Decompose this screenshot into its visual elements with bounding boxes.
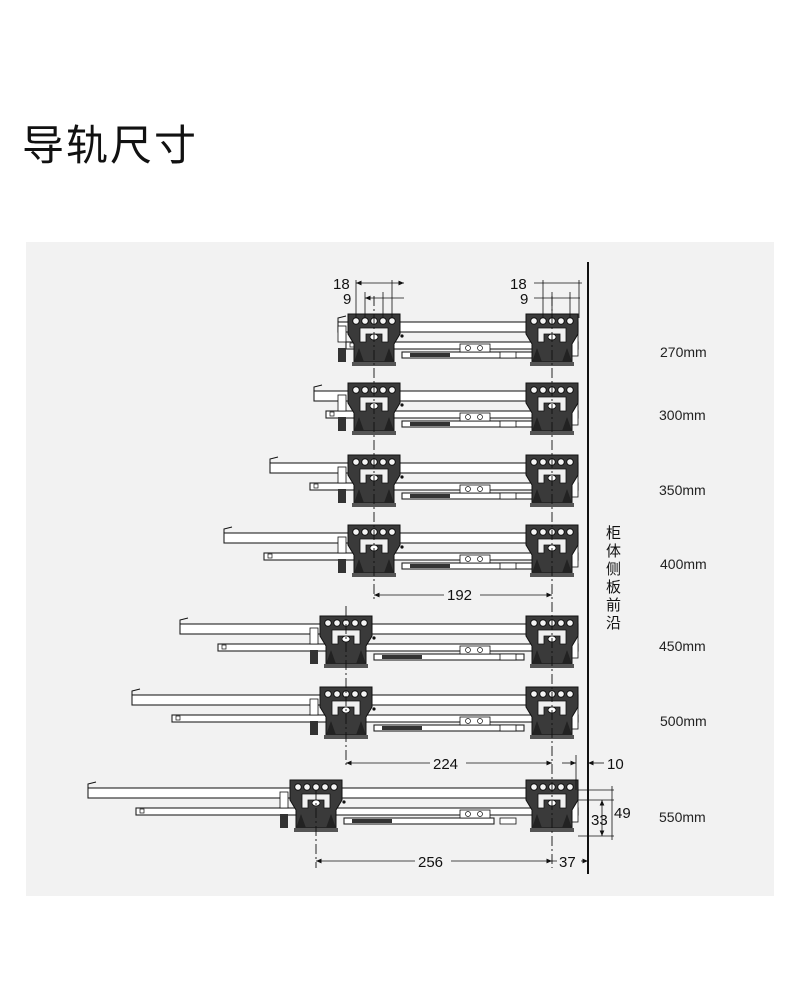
- rail-assembly-400: [223, 524, 579, 577]
- front-edge-char-5: 前: [606, 596, 621, 614]
- front-edge-char-1: 柜: [606, 524, 621, 542]
- dimension-9-right: 9: [520, 291, 528, 308]
- rail-assembly-550: [87, 779, 579, 832]
- spacing-dimension-256: 256 37: [316, 852, 588, 871]
- rail-assembly-350: [269, 454, 579, 507]
- spacing-dimension-224: 224: [346, 754, 552, 773]
- dimension-18-right: 18: [510, 276, 527, 293]
- dimension-33: 33: [591, 812, 608, 829]
- front-edge-char-6: 沿: [606, 614, 621, 632]
- rail-assembly-300: [313, 382, 579, 435]
- front-edge-char-4: 板: [606, 578, 621, 596]
- rail-assemblies: [87, 313, 579, 832]
- diagram-panel: [26, 242, 774, 896]
- rail-length-270: 270mm: [660, 344, 707, 360]
- height-dimension: 33 49: [578, 786, 631, 840]
- front-edge-char-3: 侧: [606, 560, 621, 578]
- rail-length-550: 550mm: [659, 809, 706, 825]
- cabinet-front-edge-label: 柜 体 侧 板 前 沿: [606, 524, 621, 632]
- top-left-dimension: 18 9: [333, 276, 404, 318]
- dimension-192: 192: [447, 587, 472, 604]
- rail-assembly-500: [131, 686, 579, 739]
- lower-rail-member: [217, 643, 579, 652]
- page-title: 导轨尺寸: [22, 121, 199, 170]
- dimension-18-left: 18: [333, 276, 350, 293]
- rear-bracket: [289, 779, 343, 832]
- front-edge-char-2: 体: [606, 542, 621, 560]
- dimension-224: 224: [433, 756, 458, 773]
- rail-length-350: 350mm: [659, 482, 706, 498]
- dimension-49: 49: [614, 805, 631, 822]
- dimension-256: 256: [418, 854, 443, 871]
- upper-rail-member: [223, 532, 579, 544]
- lower-rail-member: [135, 807, 579, 816]
- dimension-37: 37: [559, 854, 576, 871]
- rail-length-450: 450mm: [659, 638, 706, 654]
- rear-bracket: [319, 686, 373, 739]
- lower-rail-member: [171, 714, 579, 723]
- rail-length-400: 400mm: [660, 556, 707, 572]
- dimension-10: 10: [607, 756, 624, 773]
- rail-length-300: 300mm: [659, 407, 706, 423]
- top-right-dimension: 18 9: [510, 276, 582, 318]
- rail-length-500: 500mm: [660, 713, 707, 729]
- offset-dimension-10: 10: [562, 755, 624, 790]
- spacing-dimension-192: 192: [374, 586, 552, 604]
- front-bracket: [525, 382, 579, 435]
- upper-rail-member: [179, 623, 579, 635]
- rail-assembly-450: [179, 615, 579, 668]
- rear-bracket: [319, 615, 373, 668]
- dimension-9-left: 9: [343, 291, 351, 308]
